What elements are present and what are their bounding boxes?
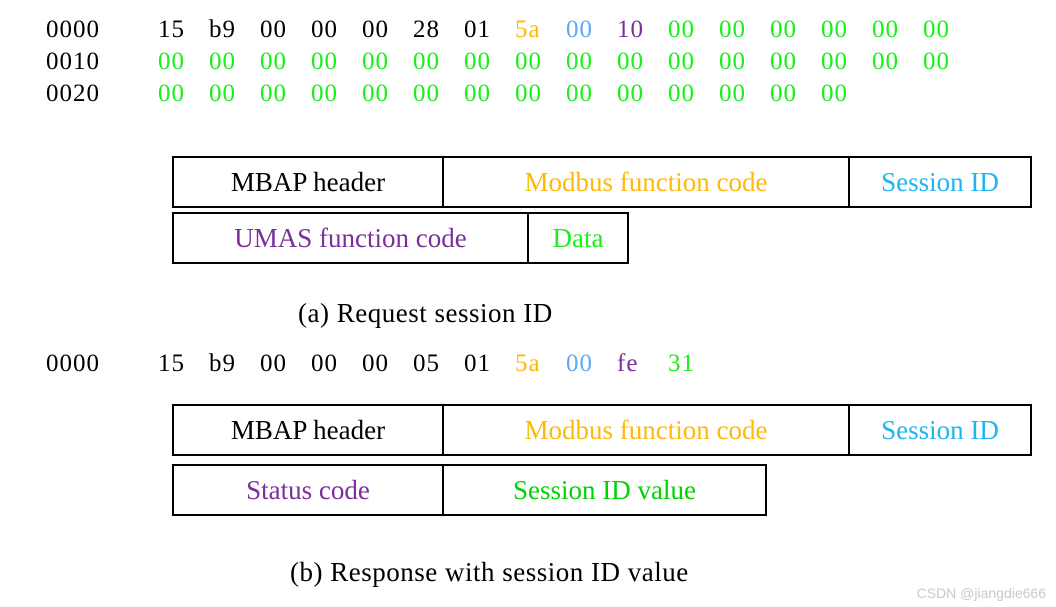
hex-byte: 00 xyxy=(311,16,338,43)
hex-byte: 00 xyxy=(872,48,899,75)
hex-byte: 10 xyxy=(617,16,644,43)
hex-byte: 31 xyxy=(668,350,695,377)
hex-byte: 5a xyxy=(515,350,541,377)
hex-byte: 00 xyxy=(311,350,338,377)
field-cell: Session ID value xyxy=(442,464,767,516)
hex-byte: 00 xyxy=(566,16,593,43)
hex-byte: 00 xyxy=(821,16,848,43)
hex-byte: 00 xyxy=(362,350,389,377)
hex-byte: b9 xyxy=(209,350,236,377)
hex-byte: 00 xyxy=(668,80,695,107)
hex-byte: 00 xyxy=(362,48,389,75)
hex-byte: 00 xyxy=(260,80,287,107)
hex-byte: 00 xyxy=(668,16,695,43)
hex-byte: 00 xyxy=(260,16,287,43)
hex-byte: 00 xyxy=(158,80,185,107)
hex-byte: 01 xyxy=(464,350,491,377)
hex-byte: 00 xyxy=(566,80,593,107)
hex-row: 0020 00 00 00 00 00 00 00 00 00 00 00 00 00 00 xyxy=(46,78,974,110)
hex-byte: 00 xyxy=(260,350,287,377)
hex-byte: 00 xyxy=(158,48,185,75)
hex-byte: 00 xyxy=(260,48,287,75)
hex-byte: b9 xyxy=(209,16,236,43)
hex-byte: 00 xyxy=(209,48,236,75)
hex-byte: 00 xyxy=(515,80,542,107)
field-cell: MBAP header xyxy=(172,404,444,456)
hex-byte: 15 xyxy=(158,16,185,43)
hex-byte: fe xyxy=(617,350,639,377)
field-cell: Session ID xyxy=(848,156,1032,208)
hex-byte: 00 xyxy=(770,48,797,75)
caption-figure-b: (b) Response with session ID value xyxy=(290,557,689,587)
hex-byte: 00 xyxy=(362,16,389,43)
hex-byte: 00 xyxy=(413,80,440,107)
hex-byte: 01 xyxy=(464,16,491,43)
hex-byte: 00 xyxy=(209,80,236,107)
field-cell: Modbus function code xyxy=(442,404,850,456)
hex-byte: 00 xyxy=(668,48,695,75)
field-cell: Data xyxy=(527,212,629,264)
hex-byte: 00 xyxy=(617,48,644,75)
caption-figure-a: (a) Request session ID xyxy=(298,298,553,328)
hex-byte: 5a xyxy=(515,16,541,43)
hex-byte: 28 xyxy=(413,16,440,43)
hex-byte: 00 xyxy=(311,48,338,75)
hex-byte: 00 xyxy=(311,80,338,107)
hex-offset: 0000 xyxy=(46,350,100,377)
field-cell: MBAP header xyxy=(172,156,444,208)
hex-byte: 00 xyxy=(362,80,389,107)
field-cell: Session ID xyxy=(848,404,1032,456)
hex-row: 0010 00 00 00 00 00 00 00 00 00 00 00 00 00 00 00 00 xyxy=(46,46,974,78)
hex-byte: 00 xyxy=(719,48,746,75)
field-cell: Modbus function code xyxy=(442,156,850,208)
hex-byte: 00 xyxy=(923,16,950,43)
hex-offset: 0010 xyxy=(46,48,100,75)
hex-byte: 00 xyxy=(617,80,644,107)
hex-byte: 00 xyxy=(770,16,797,43)
field-cell: Status code xyxy=(172,464,444,516)
hex-byte: 00 xyxy=(821,48,848,75)
hex-byte: 00 xyxy=(821,80,848,107)
hex-byte: 05 xyxy=(413,350,440,377)
hex-byte: 00 xyxy=(923,48,950,75)
field-cell: UMAS function code xyxy=(172,212,529,264)
hex-byte: 00 xyxy=(566,350,593,377)
hex-byte: 00 xyxy=(719,16,746,43)
hex-byte: 00 xyxy=(872,16,899,43)
hex-byte: 00 xyxy=(719,80,746,107)
hex-offset: 0000 xyxy=(46,16,100,43)
hex-byte: 00 xyxy=(464,80,491,107)
watermark: CSDN @jiangdie666 xyxy=(916,585,1046,601)
hex-offset: 0020 xyxy=(46,80,100,107)
hex-byte: 00 xyxy=(515,48,542,75)
hex-byte: 00 xyxy=(464,48,491,75)
hex-byte: 15 xyxy=(158,350,185,377)
hex-byte: 00 xyxy=(413,48,440,75)
hex-byte: 00 xyxy=(566,48,593,75)
hex-byte: 00 xyxy=(770,80,797,107)
